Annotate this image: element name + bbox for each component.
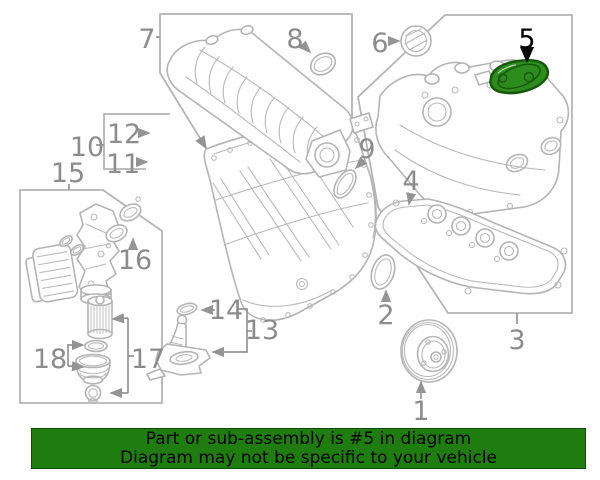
- callout-7[interactable]: 7: [138, 24, 155, 55]
- crank-pulley-drawing: [400, 319, 458, 383]
- filter-cap-drawing: [75, 353, 111, 403]
- callout-1[interactable]: 1: [412, 396, 429, 427]
- callout-2[interactable]: 2: [377, 300, 394, 331]
- callout-15[interactable]: 15: [51, 158, 85, 189]
- oil-filler-cap-drawing: [400, 25, 432, 57]
- callout-11[interactable]: 11: [106, 149, 140, 180]
- callout-18[interactable]: 18: [33, 344, 67, 375]
- callout-10[interactable]: 10: [70, 132, 104, 163]
- group-boxes: [19, 13, 573, 404]
- callout-13[interactable]: 13: [245, 315, 279, 346]
- drain-plug-bracket: [103, 113, 170, 170]
- cooler-gaskets-drawing: [59, 235, 84, 256]
- valve-cover-gasket-drawing: [374, 198, 568, 295]
- callout-6[interactable]: 6: [371, 28, 388, 59]
- filter-oring-drawing: [84, 339, 108, 353]
- dipstick-tube-drawing: [146, 302, 211, 381]
- highlighted-part-5[interactable]: [486, 51, 552, 101]
- valve-cover-group-box: [357, 14, 573, 314]
- callout-labels: 1 2 3 4 5 6 7 8 9 10 11 12 13 14 15 16 1…: [33, 24, 536, 427]
- throttle-seal-drawing: [309, 52, 337, 76]
- callout-17[interactable]: 17: [131, 344, 165, 375]
- banner-line1: Part or sub-assembly is #5 in diagram: [145, 429, 472, 449]
- housing-gasket-16-drawing: [105, 196, 142, 249]
- seal-9-drawing: [333, 169, 357, 199]
- callout-5-highlighted[interactable]: 5: [518, 24, 535, 55]
- crank-seal-drawing: [370, 254, 396, 290]
- valve-cover-drawing: [375, 59, 570, 216]
- oil-filter-housing-drawing: [76, 203, 120, 305]
- callout-12[interactable]: 12: [107, 119, 141, 150]
- callout-9[interactable]: 9: [358, 134, 375, 165]
- callout-14[interactable]: 14: [209, 295, 243, 326]
- oil-cooler-drawing: [25, 243, 79, 303]
- callout-8[interactable]: 8: [286, 24, 303, 55]
- callout-3[interactable]: 3: [508, 325, 525, 356]
- oil-filter-group-box: [19, 189, 163, 404]
- leader-lines: [67, 35, 534, 399]
- banner-line2: Diagram may not be specific to your vehi…: [119, 448, 497, 468]
- callout-4[interactable]: 4: [402, 166, 419, 197]
- callout-16[interactable]: 16: [118, 245, 152, 276]
- intake-manifold-drawing: [166, 25, 374, 178]
- intake-group-box: [159, 13, 353, 150]
- oil-filter-element-drawing: [87, 295, 113, 340]
- note-banner: Part or sub-assembly is #5 in diagram Di…: [31, 428, 586, 469]
